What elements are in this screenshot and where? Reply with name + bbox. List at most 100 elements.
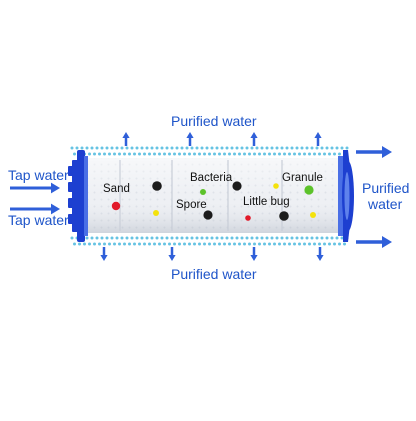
membrane-dot [165,146,169,150]
membrane-dot [240,146,244,150]
membrane-dot [230,146,234,150]
purified-water-right-label-line1: Purified [362,180,410,196]
membrane-dot [155,236,159,240]
membrane-dot [165,236,169,240]
membrane-dot [163,242,166,246]
membrane-dot [270,236,274,240]
membrane-dot [130,236,134,240]
membrane-dot [80,146,84,150]
purified-water-top-label: Purified water [171,113,257,129]
membrane-dot [140,236,144,240]
membrane-dot [288,242,291,246]
tap-water-top-label: Tap water [8,167,69,183]
right-outlet-cap [338,150,354,242]
tap-water-bottom-label: Tap water [8,212,69,228]
membrane-dot [148,152,151,156]
membrane-dot [178,152,181,156]
membrane-dot [278,152,281,156]
membrane-dot [283,242,286,246]
membrane-dot [205,236,209,240]
membrane-dot [133,152,136,156]
membrane-dot [228,152,231,156]
up-arrow-icon [314,132,322,146]
membrane-dot [320,146,324,150]
membrane-dot [203,242,206,246]
membrane-dot [108,152,111,156]
membrane-dot [253,152,256,156]
membrane-dot [345,146,349,150]
membrane-dot [198,242,201,246]
membrane-dot [208,242,211,246]
membrane-dot [300,236,304,240]
membrane-dot [93,242,96,246]
membrane-dot [143,152,146,156]
membrane-dot [298,152,301,156]
membrane-dot [168,152,171,156]
membrane-dot [278,242,281,246]
membrane-dot [333,152,336,156]
little-bug-label: Little bug [243,196,290,208]
membrane-dot [258,242,261,246]
membrane-dot [170,236,174,240]
membrane-dot [95,146,99,150]
membrane-dot [155,146,159,150]
membrane-dot [193,152,196,156]
membrane-dot [315,146,319,150]
membrane-dot [293,152,296,156]
membrane-dot [243,242,246,246]
membrane-dot [143,242,146,246]
membrane-dot [90,146,94,150]
membrane-dot [205,146,209,150]
membrane-dot [148,242,151,246]
membrane-dot [230,236,234,240]
little-bug-particle [245,215,251,221]
membrane-dot [198,152,201,156]
membrane-dot [213,242,216,246]
membrane-dot [190,146,194,150]
membrane-dot [270,146,274,150]
membrane-dot [158,152,161,156]
membrane-dot [128,242,131,246]
membrane-dot [295,236,299,240]
membrane-dot [85,146,89,150]
down-arrow-icon [100,247,108,261]
membrane-dot [113,152,116,156]
membrane-dot [248,152,251,156]
black-particle [232,181,242,191]
membrane-dot [88,152,91,156]
membrane-dot [120,236,124,240]
outlet-arrow-icon [356,236,392,248]
membrane-dot [70,236,74,240]
sand-particle [111,201,121,211]
down-arrow-icon [168,247,176,261]
membrane-dot [340,146,344,150]
membrane-dot [288,152,291,156]
membrane-dot [223,152,226,156]
membrane-dot [240,236,244,240]
membrane-dot [313,152,316,156]
membrane-dot [123,242,126,246]
membrane-dot [218,242,221,246]
membrane-dot [255,236,259,240]
membrane-dot [238,152,241,156]
membrane-dot [190,236,194,240]
membrane-dot [125,236,129,240]
membrane-dot [228,242,231,246]
membrane-dot [305,236,309,240]
membrane-dot [313,242,316,246]
membrane-dot [328,242,331,246]
membrane-dot [335,236,339,240]
membrane-dot [108,242,111,246]
membrane-dot [130,146,134,150]
membrane-dot [325,236,329,240]
membrane-dot [110,236,114,240]
membrane-dot [70,146,74,150]
membrane-dot [310,236,314,240]
membrane-dot [298,242,301,246]
flow-arrows [10,132,392,261]
membrane-dot [330,236,334,240]
membrane-dot [160,236,164,240]
membrane-dot [98,242,101,246]
membrane-dot [310,146,314,150]
